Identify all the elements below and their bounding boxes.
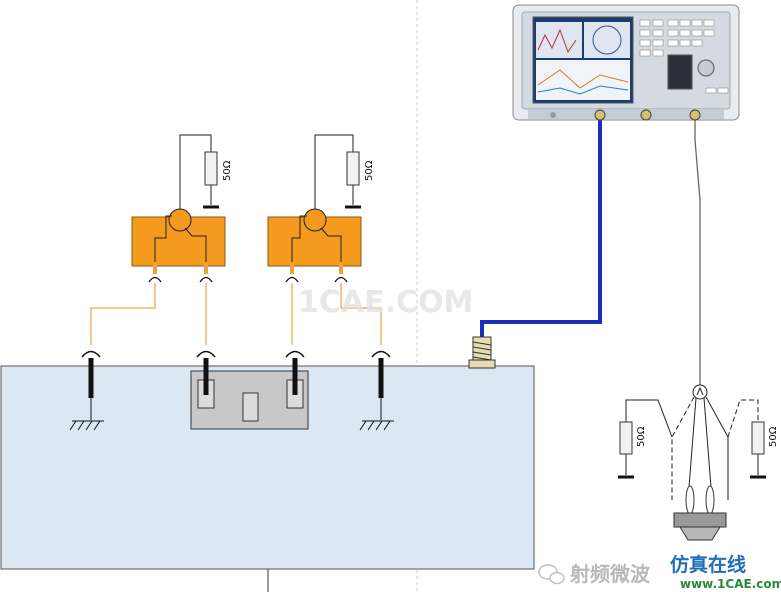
- brand-cn: 仿真在线: [670, 553, 746, 576]
- resistor-label-4: 50Ω: [768, 426, 779, 447]
- coupler-1: [131, 134, 226, 283]
- wechat-icon: [538, 564, 565, 585]
- port-3: [689, 109, 701, 121]
- port-1: [594, 109, 606, 121]
- keypad: [639, 19, 715, 57]
- probe-cable: [694, 120, 701, 385]
- differential-probe: [618, 384, 766, 541]
- resistor-symbol: [751, 421, 765, 455]
- probe-pin-1: [69, 350, 104, 431]
- network-analyzer: [512, 4, 740, 121]
- watermark-center: 1CAE.COM: [298, 285, 473, 320]
- probe-pin-2: [196, 350, 216, 395]
- sma-connector: [468, 336, 496, 369]
- port-2: [640, 109, 652, 121]
- resistor-symbol: [619, 421, 633, 455]
- coupler-2: [267, 134, 362, 283]
- blue-coax-cable: [480, 120, 602, 337]
- dut-package: [190, 370, 309, 430]
- probe-pin-3: [285, 350, 305, 395]
- resistor-symbol: [346, 151, 360, 186]
- ground-icon: [359, 420, 394, 431]
- probe-pin-4: [359, 350, 394, 431]
- orange-wires: [90, 283, 382, 345]
- resistor-label-2: 50Ω: [364, 160, 375, 181]
- resistor-label-1: 50Ω: [222, 160, 233, 181]
- ground-icon: [69, 420, 104, 431]
- brand-url: www.1CAE.com: [680, 577, 781, 591]
- wechat-name: 射频微波: [569, 562, 651, 586]
- wechat-watermark: 射频微波 仿真在线 www.1CAE.com: [538, 553, 781, 591]
- resistor-label-3: 50Ω: [636, 426, 647, 447]
- rotary-knob: [697, 59, 715, 77]
- resistor-symbol: [204, 151, 218, 186]
